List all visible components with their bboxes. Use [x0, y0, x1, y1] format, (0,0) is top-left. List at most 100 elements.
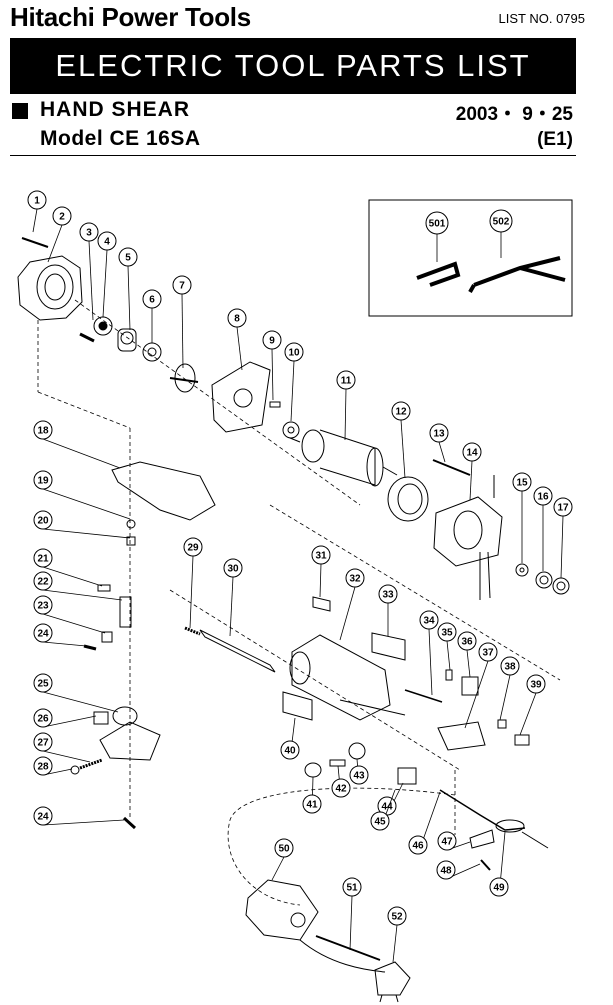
power-plug-part	[299, 939, 411, 1003]
leader-line	[88, 240, 94, 321]
callout-circle	[27, 190, 47, 210]
leader-line	[438, 441, 446, 463]
brand-title: Hitachi Power Tools	[10, 2, 251, 32]
callout-circle	[33, 732, 53, 752]
part-number-label: 45	[374, 817, 386, 828]
tail-cover-part	[245, 879, 319, 941]
callout-circle	[33, 623, 53, 643]
model-name: Model CE 16SA	[40, 127, 201, 150]
callout-circle	[533, 486, 553, 506]
part-number-label: 13	[433, 429, 445, 440]
part-number-label: 501	[429, 219, 446, 230]
leader-line	[519, 692, 537, 736]
callout-circle	[97, 231, 117, 251]
callout-circle	[429, 423, 449, 443]
callout-circle	[526, 674, 546, 694]
part-number-label: 51	[346, 883, 358, 894]
callout-circle	[33, 595, 53, 615]
part-number-label: 10	[288, 348, 300, 359]
callout-circle	[345, 568, 365, 588]
callout-circle	[378, 584, 398, 604]
fan-guide-part	[387, 476, 429, 522]
document-title-banner: ELECTRIC TOOL PARTS LIST	[10, 38, 576, 94]
callout-circle	[33, 420, 53, 440]
part-number-label: 34	[423, 616, 435, 627]
callout-circle	[489, 877, 509, 897]
callout-circle	[512, 472, 532, 492]
part-number-label: 52	[391, 912, 403, 923]
part-number-label: 1	[34, 196, 40, 207]
part-number-label: 14	[466, 448, 478, 459]
callout-circle	[370, 811, 390, 831]
part-number-label: 36	[461, 637, 473, 648]
part-number-label: 24	[37, 812, 49, 823]
part-number-label: 30	[227, 564, 239, 575]
callout-circle	[223, 558, 243, 578]
leader-line	[339, 586, 356, 641]
callout-circle	[274, 838, 294, 858]
blade-part	[111, 461, 216, 521]
leader-line	[42, 715, 97, 728]
leader-line	[42, 691, 119, 713]
part-number-label: 22	[37, 577, 49, 588]
leader-line	[392, 924, 398, 963]
part-number-label: 28	[37, 762, 49, 773]
leader-line	[271, 348, 274, 401]
leader-line	[344, 388, 347, 441]
leader-line	[466, 649, 471, 678]
leader-line	[42, 589, 123, 601]
callout-circle	[425, 211, 449, 235]
part-number-label: 27	[37, 738, 49, 749]
callout-circle	[33, 571, 53, 591]
leader-line	[319, 563, 322, 598]
leader-line	[102, 249, 108, 318]
part-number-label: 50	[278, 844, 290, 855]
callout-circle	[462, 442, 482, 462]
part-number-label: 16	[537, 492, 549, 503]
leader-line	[469, 460, 473, 501]
leader-line	[42, 613, 106, 634]
leader-line	[428, 628, 433, 696]
leader-line	[229, 576, 234, 637]
part-number-label: 37	[482, 648, 494, 659]
gear-case-part	[17, 255, 83, 321]
callout-circle	[489, 209, 513, 233]
part-number-label: 12	[395, 407, 407, 418]
part-number-label: 48	[440, 866, 452, 877]
callout-circle	[172, 275, 192, 295]
leader-line	[42, 528, 131, 539]
leader-line	[42, 641, 87, 647]
part-number-label: 3	[86, 228, 92, 239]
part-number-label: 46	[412, 841, 424, 852]
shear-holder-part	[99, 706, 161, 761]
callout-circle	[408, 835, 428, 855]
part-number-label: 15	[516, 478, 528, 489]
callout-circle	[183, 537, 203, 557]
accessory-box	[368, 199, 573, 317]
callout-circle	[33, 756, 53, 776]
callout-circle	[436, 860, 456, 880]
part-number-label: 21	[37, 554, 49, 565]
callout-circle	[142, 289, 162, 309]
part-number-label: 502	[493, 217, 510, 228]
callout-circle	[391, 401, 411, 421]
leader-line	[42, 566, 103, 587]
screw-part	[21, 237, 49, 248]
leader-line	[560, 515, 564, 579]
part-number-label: 17	[557, 503, 569, 514]
callout-circle	[336, 370, 356, 390]
leader-line	[271, 856, 285, 881]
switch-lever-part	[199, 629, 276, 673]
leader-line	[42, 819, 125, 826]
callout-circle	[478, 642, 498, 662]
edition-code: (E1)	[537, 129, 573, 150]
part-number-label: 23	[37, 601, 49, 612]
callout-circle	[500, 656, 520, 676]
part-number-label: 25	[37, 679, 49, 690]
leader-line	[499, 674, 511, 721]
leader-line	[181, 293, 184, 369]
callout-circle	[553, 497, 573, 517]
part-number-label: 4	[104, 237, 110, 248]
part-number-label: 2	[59, 212, 65, 223]
